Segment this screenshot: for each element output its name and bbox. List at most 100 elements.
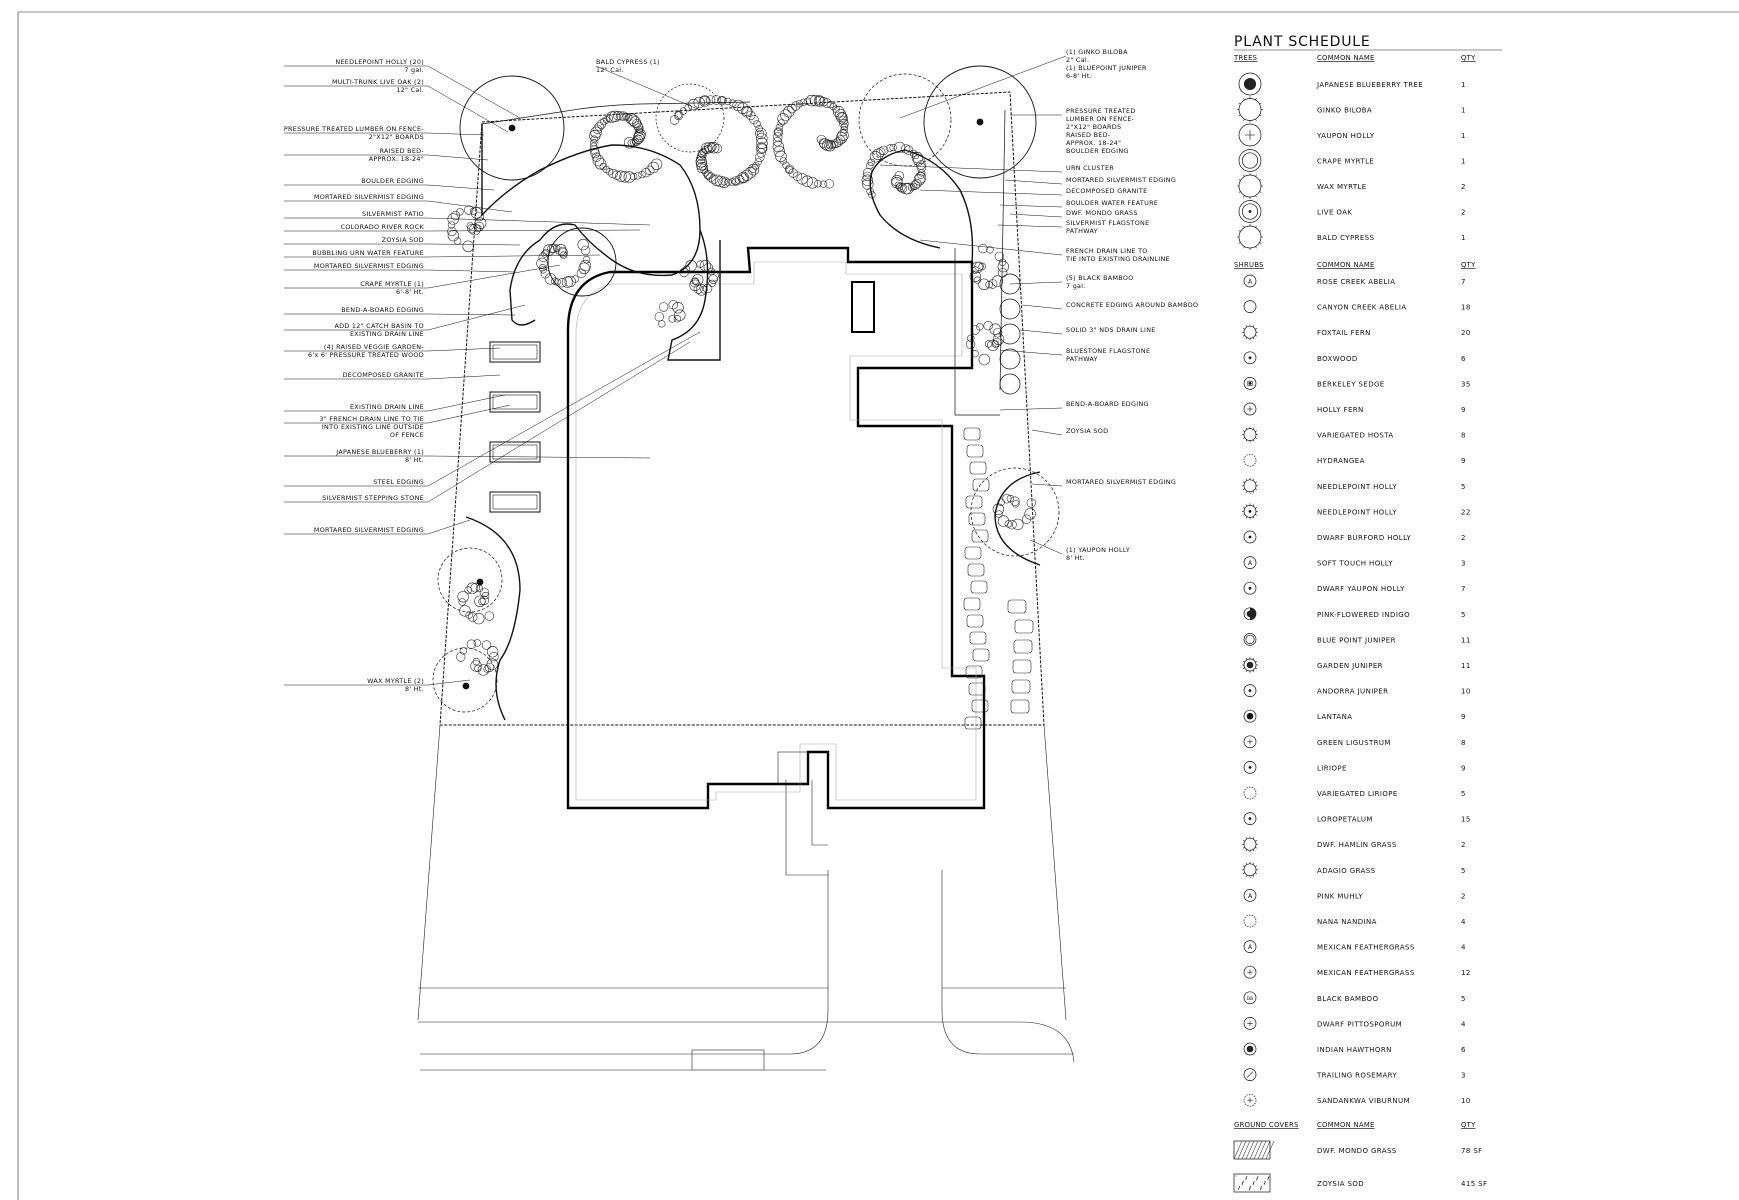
schedule-qty: 5 <box>1461 867 1466 875</box>
callouts-top: BALD CYPRESS (1)12" Cal.(1) GINKO BILOBA… <box>595 48 1147 119</box>
shrub-symbol <box>447 221 456 229</box>
shrub-symbol <box>987 279 998 289</box>
callout-text: SILVERMIST FLAGSTONE <box>1066 219 1149 227</box>
front-stoop <box>777 751 809 785</box>
flagstone-path-edge <box>954 248 1000 416</box>
shrub-symbol <box>459 647 468 655</box>
schedule-qty: 5 <box>1461 483 1466 491</box>
left-bed-edge <box>481 124 701 326</box>
callout: JAPANESE BLUEBERRY (1)8' Ht. <box>284 448 651 464</box>
schedule-qty: 3 <box>1461 560 1466 568</box>
shrub-symbol <box>459 605 471 617</box>
double-ring-tree-symbol <box>1238 149 1262 172</box>
star-tree-symbol <box>1237 224 1263 250</box>
callout-text: 6'x 6' PRESSURE TREATED WOOD <box>308 351 424 359</box>
shrub-symbol <box>692 274 704 286</box>
wax-myrtle-canopy-2 <box>432 647 498 713</box>
callout: SOLID 3" NDS DRAIN LINE <box>1019 326 1155 335</box>
shrub-symbol <box>832 105 845 118</box>
callout-text: EXISTING DRAIN LINE <box>350 330 424 338</box>
shrub-symbol <box>862 178 874 190</box>
dense-tree-symbol <box>1238 72 1262 96</box>
shrub-symbol <box>654 312 664 322</box>
shrub-symbol <box>594 158 607 170</box>
shrub-symbol <box>971 266 980 274</box>
stepping-stone <box>963 597 981 611</box>
stepping-stone <box>1011 679 1031 694</box>
stepping-stone <box>970 580 988 594</box>
callout: WAX MYRTLE (2)8' Ht. <box>284 677 471 693</box>
shrub-symbol <box>596 119 607 129</box>
callout-text: MORTARED SILVERMIST EDGING <box>314 526 424 534</box>
schedule-qty: 35 <box>1461 380 1471 388</box>
shaded-circle-symbol <box>1243 1042 1257 1056</box>
shrub-symbol <box>970 325 980 335</box>
stepping-stone <box>972 648 990 662</box>
square-dot-symbol <box>1243 377 1257 390</box>
veggie-bed-3 <box>489 441 541 463</box>
schedule-name: BLUE POINT JUNIPER <box>1317 636 1396 644</box>
callout: BUBBLING URN WATER FEATURE <box>284 249 601 258</box>
shrub-symbol <box>704 144 712 153</box>
schedule-name: CANYON CREEK ABELIA <box>1317 304 1407 312</box>
front-walk-right <box>811 780 828 846</box>
schedule-qty: 22 <box>1461 508 1471 516</box>
shrub-symbol <box>650 158 663 170</box>
shrub-symbol <box>551 277 559 285</box>
dashed-circle-symbol <box>1243 786 1257 800</box>
callout-text: 6'-8' Ht. <box>396 288 424 296</box>
callout-text: 3" FRENCH DRAIN LINE TO TIE <box>319 415 424 423</box>
shrub-symbol <box>1010 496 1020 506</box>
shrub-symbol <box>457 591 469 603</box>
schedule-name: MEXICAN FEATHERGRASS <box>1317 969 1415 977</box>
shrub-symbol <box>822 98 832 108</box>
bamboo-group <box>999 273 1021 395</box>
schedule-qty: 9 <box>1461 713 1466 721</box>
shrub-symbol <box>486 646 499 658</box>
shrub-symbol <box>481 640 492 650</box>
callout: STEEL EDGING <box>284 331 701 487</box>
callout-text: MORTARED SILVERMIST EDGING <box>1066 478 1176 486</box>
site-plan <box>417 65 1075 1071</box>
schedule-name: BERKELEY SEDGE <box>1317 380 1385 388</box>
dot-circle-symbol <box>1243 684 1257 697</box>
schedule-qty: 2 <box>1461 892 1466 900</box>
shrub-symbol <box>914 172 927 184</box>
shrub-symbol <box>889 143 897 152</box>
stepping-stone <box>966 614 984 628</box>
callout-text: (1) BLUEPOINT JUNIPER <box>1066 64 1147 72</box>
shrub-symbol <box>703 170 713 180</box>
callout-text: 6-8' Ht. <box>1066 72 1092 80</box>
shrub-symbol <box>978 278 990 290</box>
double-ring-symbol <box>1243 633 1257 646</box>
schedule-name: LIRIOPE <box>1317 764 1347 772</box>
callout: DECOMPOSED GRANITE <box>284 371 501 380</box>
callout-text: OF FENCE <box>390 431 424 439</box>
right-top-bed-edge <box>869 149 974 263</box>
callout-text: (4) RAISED VEGGIE GARDEN- <box>324 343 424 351</box>
shrub-symbol <box>558 248 568 258</box>
trees-common-name-header: COMMON NAME <box>1317 54 1375 62</box>
schedule-qty: 9 <box>1461 764 1466 772</box>
callout-text: (1) YAUPON HOLLY <box>1066 546 1130 554</box>
schedule-name: LANTANA <box>1317 713 1352 721</box>
shrub-symbol <box>839 119 849 129</box>
svg-text:A: A <box>1248 893 1253 900</box>
shrub-symbol <box>456 208 464 216</box>
shrub-symbol <box>599 162 607 171</box>
shrub-symbol <box>983 321 993 331</box>
fence-line <box>439 91 1045 726</box>
shrub-symbol <box>967 334 975 342</box>
veggie-bed-3-inner <box>492 444 538 460</box>
stepping-stone <box>965 495 983 509</box>
